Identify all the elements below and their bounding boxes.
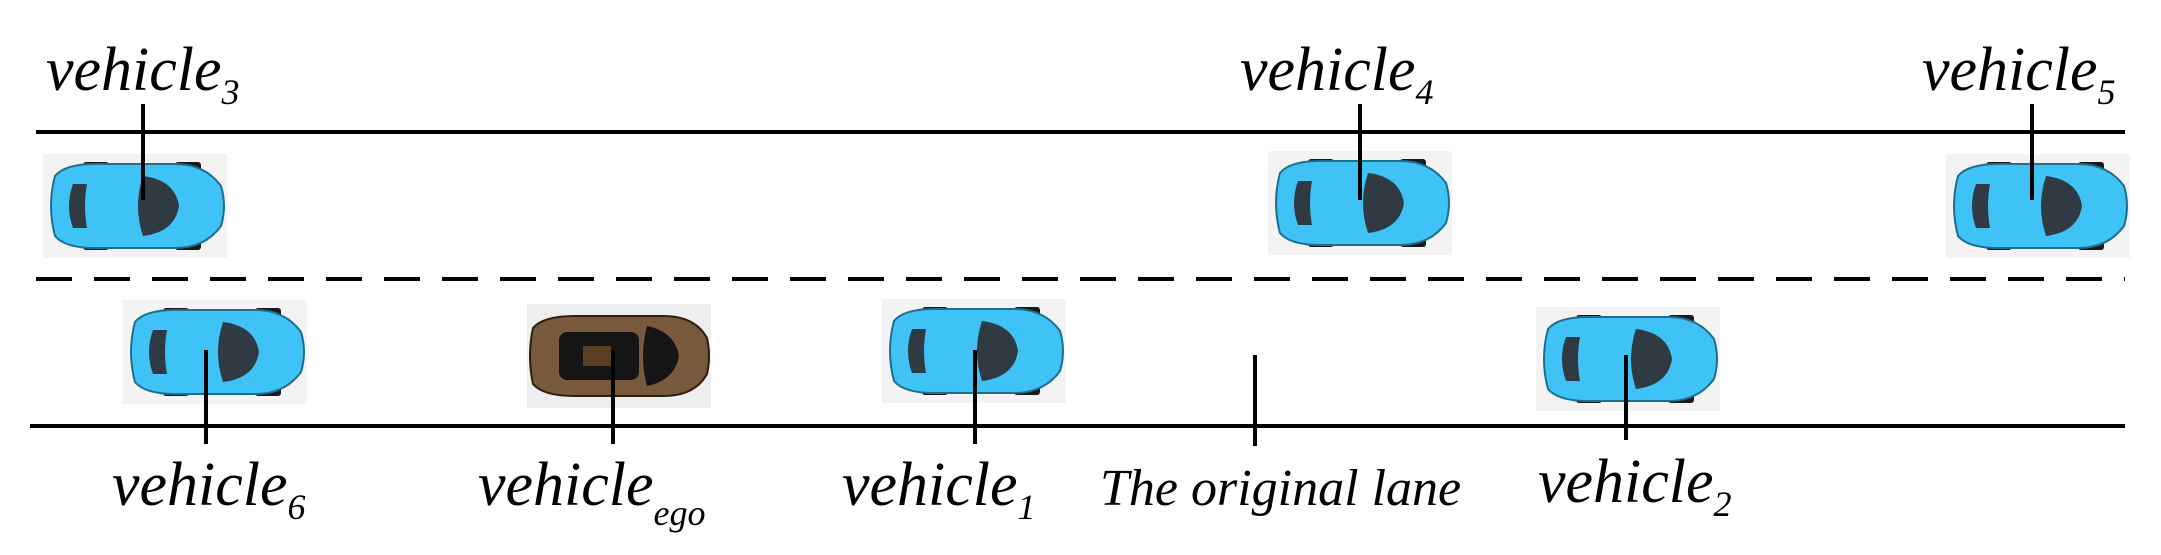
vehicle5-label: vehicle5 xyxy=(1922,36,2116,112)
vehicle6-label: vehicle6 xyxy=(112,451,306,527)
vehicle1-label: vehicle1 xyxy=(842,451,1036,527)
vehicle-ego-label: vehicleego xyxy=(478,451,706,533)
vehicle5-car xyxy=(1945,153,2131,259)
original-lane-label: The original lane xyxy=(1100,460,1461,517)
vehicle6-car xyxy=(122,299,308,405)
vehicle4-label: vehicle4 xyxy=(1240,36,1434,112)
vehicle-ego-car xyxy=(526,303,712,409)
vehicle3-label: vehicle3 xyxy=(46,36,240,112)
vehicle2-label: vehicle2 xyxy=(1538,448,1732,524)
vehicle3-car xyxy=(42,153,228,259)
